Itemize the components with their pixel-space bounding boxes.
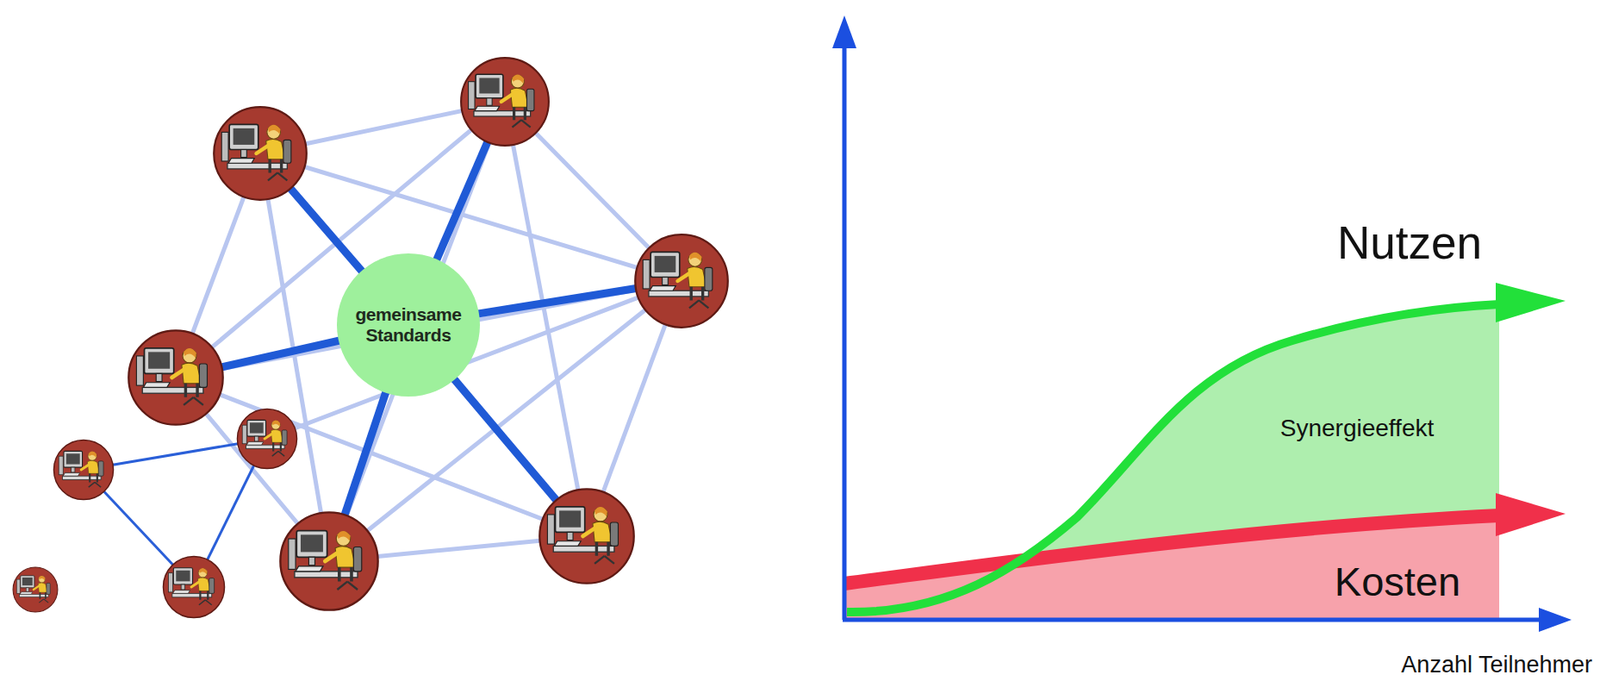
y-axis-arrow [832,15,857,49]
x-axis [842,617,1543,623]
cost-label: Kosten [1334,559,1461,604]
cost-area [844,515,1500,620]
synergy-label: Synergieeffekt [1280,415,1435,443]
synergy-area [844,304,1500,620]
benefit-arrowhead [1495,282,1566,323]
node-label: gemeinsame Standards [352,304,465,345]
workstations [12,57,729,617]
benefit-label: Nutzen [1337,217,1482,268]
axis-label: Anzahl Teilnehmer [1400,652,1593,679]
y-axis [842,44,847,620]
x-axis-arrow [1538,607,1572,632]
cost-arrowhead [1495,492,1566,536]
standards-circle: gemeinsame Standards [336,253,480,397]
benefit-cost-chart [832,15,1572,632]
benefit-curve [846,304,1500,612]
node-text-group: gemeinsame Standards [352,304,465,345]
